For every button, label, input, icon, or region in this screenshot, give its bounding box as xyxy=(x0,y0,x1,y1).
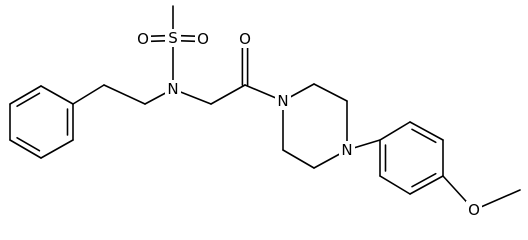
atom-piperazine-nitrogen-amide: N xyxy=(275,92,291,110)
structure-canvas: S O O N O N N xyxy=(9,5,521,219)
bond-phenyl-ring-2 xyxy=(9,139,42,159)
atom-carbonyl-oxygen: O xyxy=(237,30,253,48)
atom-piperazine-nitrogen-aryl: N xyxy=(339,141,355,159)
bond-phenyl-ring-4 xyxy=(9,85,42,105)
atom-methoxy-oxygen-mask xyxy=(466,201,482,219)
atom-sulfonamide-nitrogen: N xyxy=(165,80,181,98)
bond-anisyl-double-2 xyxy=(411,172,437,188)
bond-layer xyxy=(9,5,521,211)
atom-carbonyl-oxygen-mask xyxy=(237,30,253,48)
bond-anisyl-double-1 xyxy=(411,128,437,144)
bond-phenyl-ring-1 xyxy=(40,139,74,159)
atom-sulfonamide-nitrogen-label: N xyxy=(167,80,178,98)
bond-anisyl-ring-0 xyxy=(379,121,411,141)
chemical-structure-drawing: S O O N O N N xyxy=(9,5,521,219)
bond-ethyl-chain xyxy=(103,84,146,105)
atom-sulfonamide-nitrogen-mask xyxy=(165,80,181,98)
atom-sulfur-label: S xyxy=(168,29,178,47)
bond-phenyl-double-3 xyxy=(16,92,41,108)
atom-sulfonyl-oxygen-left-label: O xyxy=(137,30,149,48)
atom-sulfonyl-oxygen-left: O xyxy=(135,30,151,48)
atom-sulfur-mask xyxy=(165,29,181,47)
atom-piperazine-nitrogen-amide-mask xyxy=(275,92,291,110)
bond-phenyl-double-2 xyxy=(16,136,41,152)
atom-methoxy-oxygen-label: O xyxy=(468,201,480,219)
bond-ethyl-phenyl xyxy=(72,84,105,105)
bond-piperazine-2 xyxy=(313,83,348,102)
atom-methoxy-oxygen: O xyxy=(466,201,482,219)
bond-anisyl-ring-1 xyxy=(409,121,444,141)
bond-anisyl-ring-4 xyxy=(379,175,411,195)
bond-phenyl-ring-5 xyxy=(40,85,74,105)
atom-label-layer: S O O N O N N xyxy=(135,29,482,219)
atom-piperazine-nitrogen-aryl-mask xyxy=(339,141,355,159)
bond-piperazine-5 xyxy=(282,149,315,169)
atom-piperazine-nitrogen-amide-label: N xyxy=(277,92,288,110)
atom-carbonyl-oxygen-label: O xyxy=(239,30,251,48)
atom-sulfonyl-oxygen-right-mask xyxy=(195,30,211,48)
atom-sulfonyl-oxygen-left-mask xyxy=(135,30,151,48)
atom-piperazine-nitrogen-aryl-label: N xyxy=(341,141,352,159)
atom-sulfur: S xyxy=(165,29,181,47)
bond-methylene-carbonyl xyxy=(210,84,246,105)
bond-anisyl-ring-3 xyxy=(409,175,444,195)
atom-sulfonyl-oxygen-right: O xyxy=(195,30,211,48)
atom-sulfonyl-oxygen-right-label: O xyxy=(197,30,209,48)
